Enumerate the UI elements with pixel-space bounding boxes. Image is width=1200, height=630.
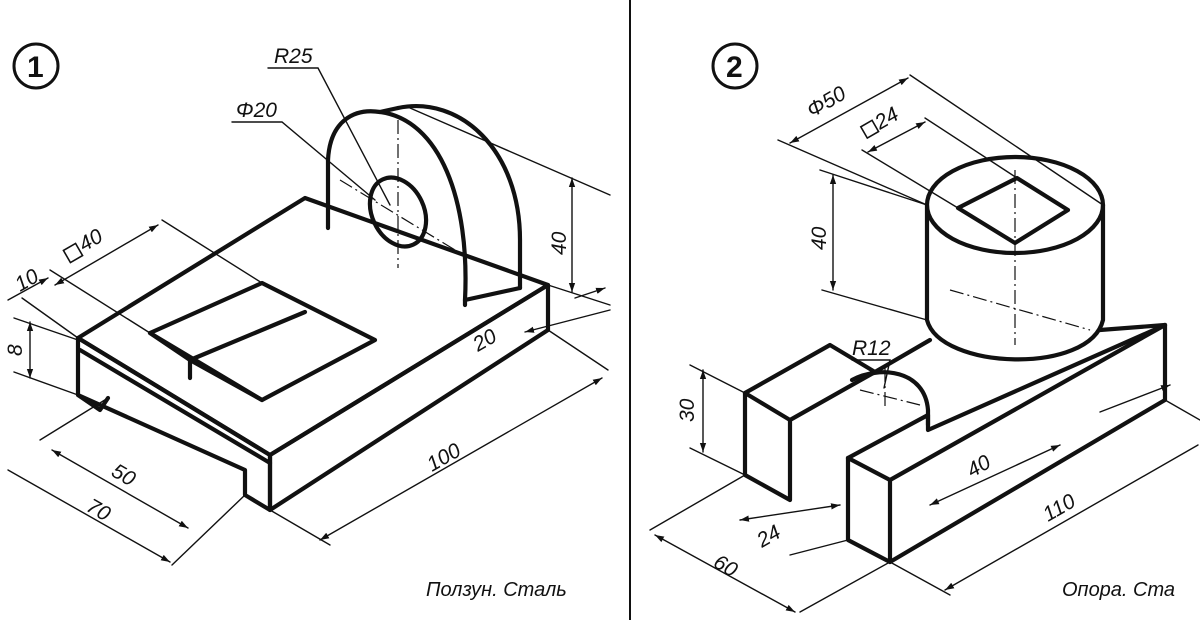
- panel-1-dimensions: R25 Φ20 40 10 8 40: [4, 45, 611, 566]
- support-part: [742, 154, 1168, 565]
- panel-2-number-circle: [711, 42, 759, 90]
- dim-24-line: [739, 503, 841, 522]
- dim-d50-line: [789, 77, 909, 144]
- dim-50-label: 50: [108, 459, 140, 491]
- dim-20-line-a: [524, 309, 611, 333]
- dim-10-line: [7, 277, 49, 301]
- dim-70-ext: [171, 494, 246, 566]
- dim-30-ext-bot: [689, 447, 746, 476]
- support-square-hole: [955, 175, 1071, 246]
- dim-30-label: 30: [676, 398, 699, 422]
- slider-hole-axis-h: [339, 179, 456, 251]
- dim-r25-label: R25: [274, 45, 313, 68]
- dim-r12-label: R12: [852, 337, 891, 360]
- support-left-prong-edge: [742, 390, 793, 423]
- slider-square-window: [147, 280, 378, 403]
- dim-110-ext1: [889, 561, 951, 596]
- slider-base-front-right: [267, 282, 551, 513]
- dim-60-ext2: [799, 561, 891, 613]
- dim-40-ext-top-2: [819, 169, 928, 206]
- panel-1-caption: Ползун. Сталь: [426, 579, 567, 601]
- dim-sq24-ext2: [924, 117, 1018, 179]
- support-back-edge-2: [1097, 322, 1168, 333]
- slider-window-inner: [147, 309, 308, 403]
- dim-40-ext-bot: [547, 284, 611, 306]
- dim-sq24-ext1: [861, 149, 959, 209]
- dim-70-line: [7, 469, 171, 563]
- dim-d20-leader: [231, 121, 376, 201]
- dim-20-line-b: [574, 287, 606, 299]
- dim-100-line: [319, 377, 603, 541]
- panel-2: 1 2: [649, 42, 1200, 613]
- panel-1-number-circle: [12, 42, 60, 90]
- dim-24-label: 24: [752, 521, 785, 553]
- dim-r12-leader: [851, 359, 891, 389]
- slider-base-step: [75, 392, 111, 413]
- dim-100-label: 100: [423, 439, 465, 477]
- dim-60-label: 60: [710, 550, 742, 582]
- dim-d20-label: Φ20: [236, 99, 277, 122]
- dim-sq40-line: [54, 224, 159, 286]
- dim-70-label: 70: [83, 494, 115, 526]
- support-back-edge: [872, 337, 933, 375]
- dim-50-ext: [39, 397, 109, 441]
- slider-upright-rear: [395, 104, 523, 291]
- dim-sq24-label: 24: [870, 103, 903, 135]
- dim-10-label: 10: [11, 265, 43, 297]
- dim-40-label-2: 40: [808, 226, 831, 250]
- dim-24-ext: [789, 539, 849, 556]
- dim-sq40-ext1: [21, 297, 79, 339]
- dim-60-ext: [649, 474, 746, 531]
- dim-r25-leader: [267, 67, 391, 206]
- dim-40-ext-top: [409, 107, 611, 196]
- dim-110-arrow-right: [1099, 384, 1171, 413]
- panel-2-caption: Опора. Ста: [1062, 579, 1175, 601]
- dim-110-ext2: [1164, 399, 1200, 421]
- dim-d50-ext2: [909, 74, 1104, 206]
- slider-hole: [367, 175, 429, 249]
- slider-upright-bottom: [462, 285, 523, 303]
- dim-sq24-line: [867, 121, 926, 153]
- support-axis-d2: [859, 389, 921, 406]
- dim-30-ext-top: [689, 364, 746, 394]
- dim-d50-ext1: [777, 139, 928, 206]
- dim-40-label: 40: [548, 231, 571, 255]
- support-axis-d1: [949, 289, 1091, 331]
- support-left-prong: [742, 342, 878, 503]
- dim-110-line: [944, 444, 1199, 591]
- dim-sq40-ext3: [161, 219, 263, 284]
- support-cylinder-body: [924, 202, 1106, 362]
- support-slot: [849, 370, 931, 428]
- dim-8-ext-bot: [13, 371, 79, 396]
- dim-100-ext2: [547, 329, 609, 371]
- dim-sq40-square-symbol: [62, 242, 84, 264]
- support-right-top-edge: [845, 455, 893, 483]
- panel-1-number: 1: [27, 51, 44, 84]
- slider-base-edge: [77, 347, 273, 466]
- dim-d50-label: Φ50: [803, 82, 850, 123]
- dim-sq24-square-symbol: [859, 119, 880, 140]
- support-right-top: [845, 322, 1168, 461]
- panel-2-number-text: 2: [726, 51, 743, 84]
- dim-110-label: 110: [1039, 490, 1080, 527]
- dim-8-label: 8: [4, 344, 27, 356]
- slider-upright-side: [325, 105, 401, 231]
- dim-40b-line: [929, 444, 1061, 506]
- dim-8-ext-top: [13, 317, 79, 341]
- panel-1: 1 R25: [4, 42, 611, 601]
- slider-upright-front: [325, 109, 468, 308]
- dim-50-line: [51, 449, 189, 529]
- dim-60-line: [654, 534, 796, 613]
- dim-40-ext-bot-2: [821, 289, 928, 321]
